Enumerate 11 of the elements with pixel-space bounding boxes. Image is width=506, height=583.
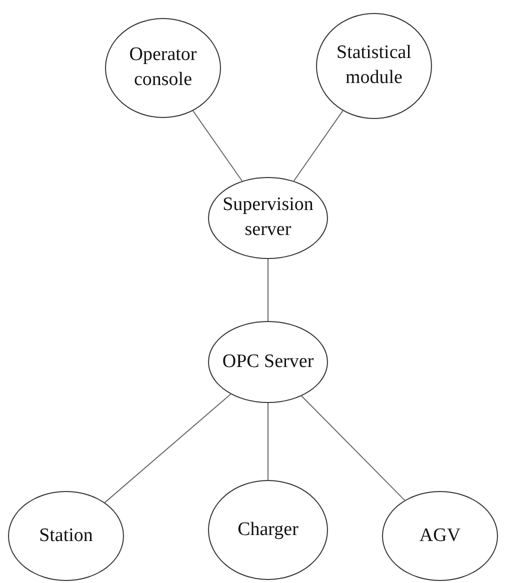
node-label: Statistical module — [336, 41, 412, 90]
node-label: AGV — [419, 524, 461, 548]
node-label: Supervision server — [222, 193, 314, 242]
connector-line — [301, 395, 406, 501]
node-label: OPC Server — [222, 350, 314, 374]
connector-line — [104, 394, 232, 504]
node-label: Charger — [238, 518, 298, 542]
connector-line — [293, 110, 344, 182]
node-label: Station — [39, 524, 93, 548]
node-label: Operator console — [128, 43, 198, 92]
connector-line — [192, 110, 243, 182]
